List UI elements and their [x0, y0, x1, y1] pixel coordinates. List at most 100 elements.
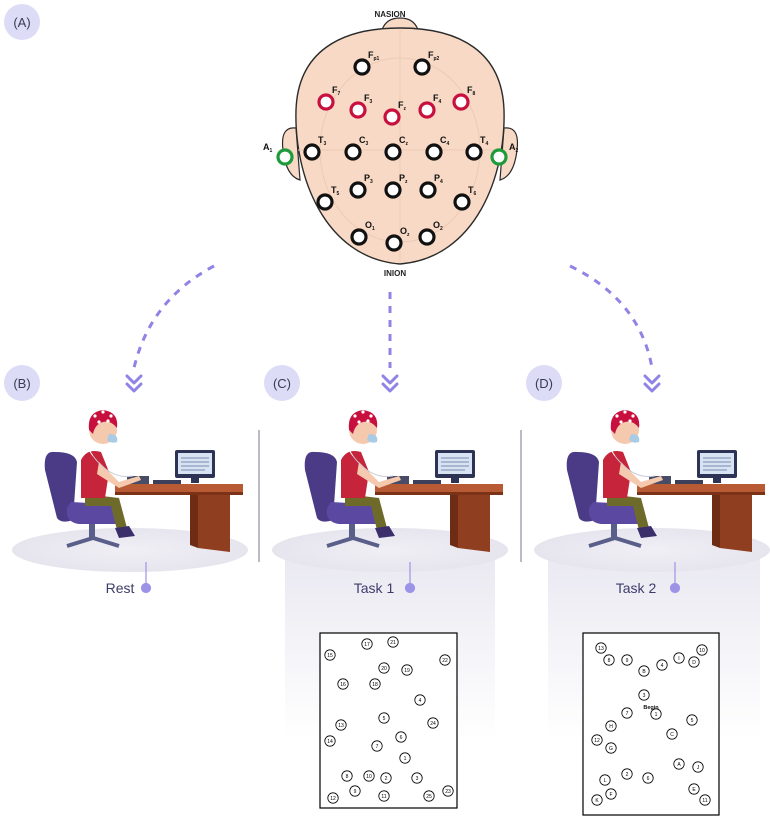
svg-text:7: 7 [626, 711, 629, 717]
electrode-f8: F8 [452, 85, 476, 111]
task2-sheet-circle: E [688, 783, 700, 795]
svg-text:2: 2 [385, 776, 388, 782]
task1-sheet-circle: 10 [363, 770, 375, 782]
electrode-a2: A2 [490, 142, 519, 166]
svg-text:13: 13 [338, 723, 344, 729]
electrode-pz: Pz [384, 173, 408, 199]
electrode-label: F3 [364, 93, 373, 105]
svg-text:8: 8 [608, 658, 611, 664]
svg-text:3: 3 [416, 776, 419, 782]
svg-text:(A): (A) [13, 15, 30, 30]
svg-text:2: 2 [626, 772, 629, 778]
task1-sheet-circle: 14 [324, 735, 336, 747]
panel-badge-a: (A) [4, 4, 40, 40]
electrode-label: T4 [480, 135, 489, 147]
electrode-f3: F3 [349, 93, 373, 119]
task2-sheet-circle: B [638, 665, 650, 677]
task2-sheet-circle: 5 [686, 714, 698, 726]
task1-label: Task 1 [354, 580, 395, 596]
task1-sheet-circle: 2 [380, 772, 392, 784]
right-ear [499, 127, 519, 181]
rest-label: Rest [106, 580, 135, 596]
electrode-label: Cz [399, 135, 409, 147]
svg-text:I: I [678, 656, 679, 662]
svg-text:C: C [670, 732, 674, 738]
task1-sheet-circle: 5 [378, 712, 390, 724]
electrode-fp1: Fp1 [353, 50, 380, 76]
svg-text:24: 24 [430, 721, 436, 727]
electrode-fp2: Fp2 [413, 50, 440, 76]
svg-text:(C): (C) [273, 376, 291, 391]
svg-text:10: 10 [366, 774, 372, 780]
task1-sheet-circle: 18 [369, 678, 381, 690]
svg-text:21: 21 [390, 640, 396, 646]
electrode-label: T3 [318, 135, 327, 147]
svg-text:8: 8 [346, 774, 349, 780]
task1-sheet-circle: 15 [324, 649, 336, 661]
svg-text:1: 1 [655, 712, 658, 718]
electrode-t6: T6 [453, 185, 477, 211]
task2-sheet-circle: 12 [591, 734, 603, 746]
electrode-label: C4 [440, 135, 450, 147]
svg-text:6: 6 [400, 735, 403, 741]
inion-label: INION [384, 269, 406, 278]
flow-arrows [132, 264, 654, 369]
task2-sheet-circle: K [591, 794, 603, 806]
task2-sheet-circle: 1 [650, 708, 662, 720]
panel-badge-b: (B) [4, 365, 40, 401]
electrode-label: A1 [263, 142, 273, 154]
task2-sheet-circle: A [673, 758, 685, 770]
task1-sheet-circle: 22 [439, 654, 451, 666]
electrode-label: F8 [467, 85, 476, 97]
task2-sheet-circle: D [688, 656, 700, 668]
svg-text:5: 5 [383, 716, 386, 722]
task1-sheet-circle: 9 [349, 785, 361, 797]
svg-text:19: 19 [404, 668, 410, 674]
electrode-f4: F4 [418, 93, 442, 119]
electrode-label: Pz [399, 173, 408, 185]
task1-sheet-circle: 17 [361, 638, 373, 650]
electrode-label: P4 [434, 173, 443, 185]
electrode-label: F4 [433, 93, 442, 105]
svg-text:B: B [642, 669, 646, 675]
svg-text:22: 22 [442, 658, 448, 664]
arrow-to-rest [132, 264, 215, 369]
svg-text:4: 4 [661, 663, 664, 669]
task2-sheet-circle: 10 [696, 644, 708, 656]
svg-text:25: 25 [426, 794, 432, 800]
rest-workstation-illustration [10, 408, 250, 574]
task2-marker-dot [669, 582, 681, 594]
electrode-t5: T5 [316, 185, 340, 211]
task1-sheet-circle: 13 [335, 719, 347, 731]
electrode-p4: P4 [419, 173, 443, 199]
task2-sheet-circle: I [673, 652, 685, 664]
panel-badge-c: (C) [264, 365, 300, 401]
task1-sheet-circle: 24 [427, 717, 439, 729]
arrow-chevrons [125, 374, 661, 393]
svg-text:9: 9 [626, 658, 629, 664]
task2-sheet-circle: 6 [642, 772, 654, 784]
task1-sheet-circle: 3 [411, 772, 423, 784]
svg-text:20: 20 [381, 666, 387, 672]
svg-text:11: 11 [702, 798, 707, 804]
task1-sheet-circle: 11 [378, 790, 390, 802]
task2-sheet-circle: 11 [699, 794, 711, 806]
task1-sheet-circle: 21 [387, 636, 399, 648]
task1-sheet-circle: 16 [337, 678, 349, 690]
svg-text:7: 7 [376, 744, 379, 750]
task1-marker-dot [404, 582, 416, 594]
electrode-label: A2 [509, 142, 519, 154]
svg-text:5: 5 [691, 718, 694, 724]
task2-sheet-circle: 2 [621, 768, 633, 780]
task2-sheet-circle: 13 [595, 642, 607, 654]
electrode-label: Oz [400, 226, 410, 238]
electrode-label: C3 [359, 135, 369, 147]
task2-sheet-circle: 9 [621, 654, 633, 666]
arrow-to-task2 [569, 264, 654, 369]
task2-sheet-circle: G [605, 742, 617, 754]
svg-text:12: 12 [330, 796, 336, 802]
task1-sheet-circle: 12 [327, 792, 339, 804]
